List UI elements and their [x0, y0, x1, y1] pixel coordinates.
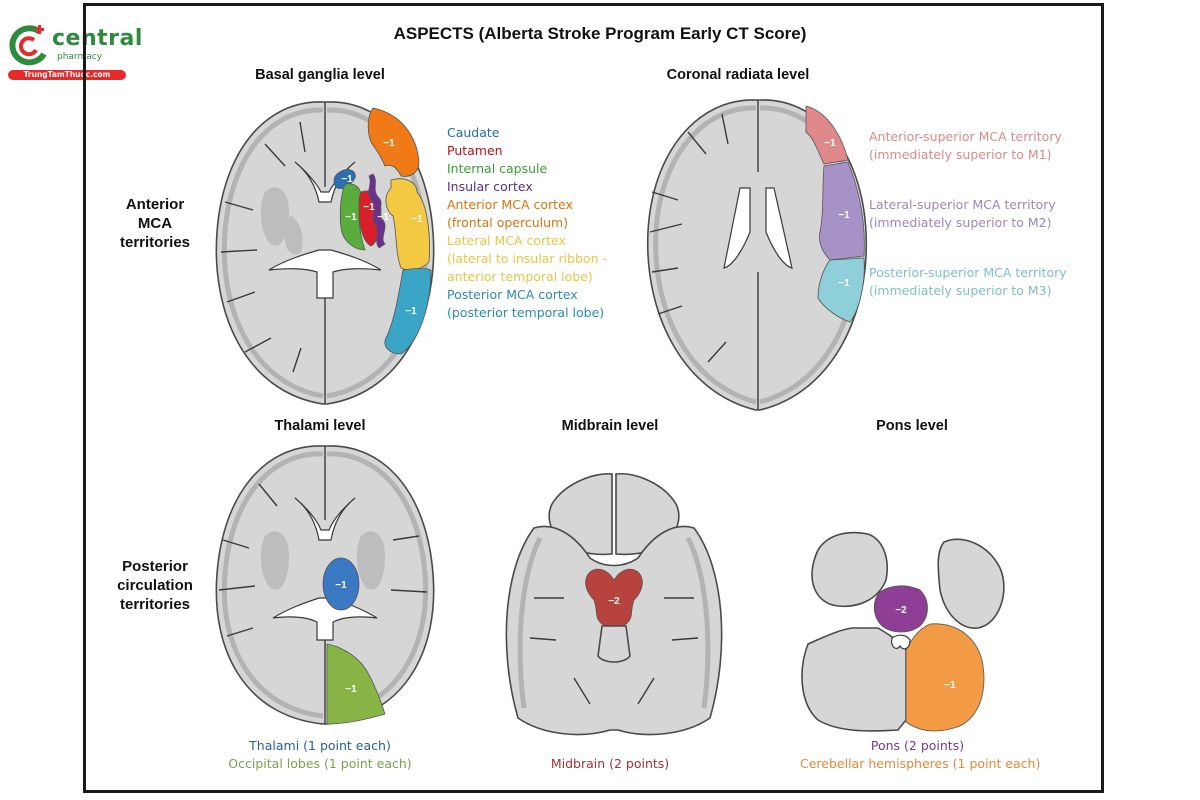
- row-label-line: Anterior: [125, 196, 185, 213]
- row-label-line: territories: [119, 234, 191, 251]
- cerebellum-vermis: [597, 625, 631, 663]
- brain-outline: [646, 99, 868, 411]
- legend-line: Lateral-superior MCA territory: [869, 197, 1056, 212]
- score-caudate: −1: [341, 174, 353, 185]
- level-thalami: Thalami level: [274, 418, 366, 434]
- score-posterior-mca: −1: [405, 306, 417, 317]
- legend-line: (immediately superior to M1): [869, 147, 1052, 162]
- score-anterior-mca: −1: [383, 138, 395, 149]
- legend-line: Posterior MCA cortex: [447, 287, 578, 302]
- caption-line: Thalami (1 point each): [249, 738, 391, 753]
- row-label-line: MCA: [137, 215, 173, 232]
- score-putamen: −1: [363, 202, 375, 213]
- row-label-line: circulation: [117, 577, 193, 594]
- score-cerebellum: −1: [944, 680, 956, 691]
- watermark-logo: central pharmacy TrungTamThuoc.com: [6, 22, 142, 84]
- region-insular: [368, 173, 386, 249]
- lateral-ventricle-back: [272, 597, 378, 641]
- level-midbrain: Midbrain level: [561, 418, 659, 434]
- legend-line: Insular cortex: [447, 179, 533, 194]
- score-m6: −1: [838, 278, 850, 289]
- fourth-ventricle: [891, 634, 911, 650]
- region-pons: [873, 585, 928, 633]
- row-label-posterior: Posterior circulation territories: [95, 557, 215, 614]
- region-cerebellum: [905, 623, 985, 732]
- lateral-ventricle-left: [723, 187, 751, 269]
- cerebellar-hemisphere-left: [801, 627, 907, 732]
- region-m5: [819, 161, 865, 261]
- watermark-sub: pharmacy: [57, 52, 103, 62]
- region-midbrain: [585, 568, 643, 628]
- coronal-legend: Anterior-superior MCA territory (immedia…: [869, 128, 1067, 300]
- legend-line: (frontal operculum): [447, 215, 569, 230]
- legend-line: Anterior-superior MCA territory: [869, 129, 1062, 144]
- score-midbrain: −2: [608, 596, 620, 607]
- legend-line: (immediately superior to M2): [869, 215, 1052, 230]
- legend-line: Caudate: [447, 125, 500, 140]
- watermark-brand: central: [52, 26, 143, 51]
- region-posterior-mca: [384, 268, 432, 355]
- lateral-ventricle-front: [294, 497, 356, 541]
- region-anterior-mca: [367, 107, 420, 177]
- region-thalamus: [322, 557, 360, 611]
- legend-line: Anterior MCA cortex: [447, 197, 573, 212]
- legend-line: (immediately superior to M3): [869, 283, 1052, 298]
- level-pons: Pons level: [876, 418, 948, 434]
- midbrain-diagram: −2: [505, 473, 723, 736]
- region-m4: [805, 105, 849, 165]
- level-basal-ganglia: Basal ganglia level: [255, 67, 385, 83]
- legend-line: (posterior temporal lobe): [447, 305, 605, 320]
- figure-title: ASPECTS (Alberta Stroke Program Early CT…: [393, 24, 807, 43]
- pons-diagram: −2 −1: [801, 531, 1005, 732]
- pharmacy-logo-icon: [9, 25, 47, 66]
- coronal-legend-m5: Lateral-superior MCA territory (immediat…: [869, 196, 1067, 232]
- score-lateral-mca: −1: [411, 214, 423, 225]
- temporal-pole-right: [937, 538, 1005, 629]
- row-label-line: Posterior: [122, 558, 188, 575]
- score-occipital: −1: [345, 684, 357, 695]
- coronal-legend-m4: Anterior-superior MCA territory (immedia…: [869, 128, 1067, 164]
- score-m4: −1: [824, 138, 836, 149]
- row-label-anterior: Anterior MCA territories: [95, 195, 215, 252]
- row-label-line: territories: [119, 596, 191, 613]
- lateral-ventricle-front: [294, 161, 356, 203]
- caption-line: Midbrain (2 points): [550, 756, 670, 771]
- watermark-url: TrungTamThuoc.com: [8, 70, 126, 80]
- legend-line: (lateral to insular ribbon -: [447, 251, 607, 266]
- score-m5: −1: [838, 210, 850, 221]
- legend-line: Lateral MCA cortex: [447, 233, 566, 248]
- lateral-ventricle-right: [765, 187, 793, 269]
- score-pons: −2: [895, 605, 907, 616]
- figure-frame: [83, 3, 1104, 793]
- score-insular: −1: [377, 212, 389, 223]
- caption-line: Occipital lobes (1 point each): [228, 756, 412, 771]
- coronal-legend-m6: Posterior-superior MCA territory (immedi…: [869, 264, 1067, 300]
- basal-ganglia-diagram: −1 −1 −1 −1 −1 −1 −1: [215, 101, 435, 405]
- score-thalamus: −1: [335, 580, 347, 591]
- thalami-diagram: −1 −1: [215, 445, 435, 725]
- legend-line: Putamen: [447, 143, 503, 158]
- legend-line: Internal capsule: [447, 161, 548, 176]
- legend-line: Posterior-superior MCA territory: [869, 265, 1067, 280]
- legend-line: anterior temporal lobe): [447, 269, 593, 284]
- lateral-ventricle-back: [268, 249, 382, 299]
- region-occipital: [326, 643, 386, 725]
- caption-midbrain: Midbrain (2 points): [510, 755, 710, 773]
- region-m6: [817, 257, 865, 323]
- caption-line: Cerebellar hemispheres (1 point each): [800, 756, 1041, 771]
- level-coronal-radiata: Coronal radiata level: [666, 67, 810, 83]
- caption-line: Pons (2 points): [870, 738, 965, 753]
- coronal-radiata-diagram: −1 −1 −1: [646, 99, 868, 411]
- temporal-pole-left: [811, 531, 888, 608]
- caption-pons: Pons (2 points) Cerebellar hemispheres (…: [800, 737, 1041, 773]
- caption-thalami: Thalami (1 point each) Occipital lobes (…: [220, 737, 420, 773]
- score-internal-capsule: −1: [345, 212, 357, 223]
